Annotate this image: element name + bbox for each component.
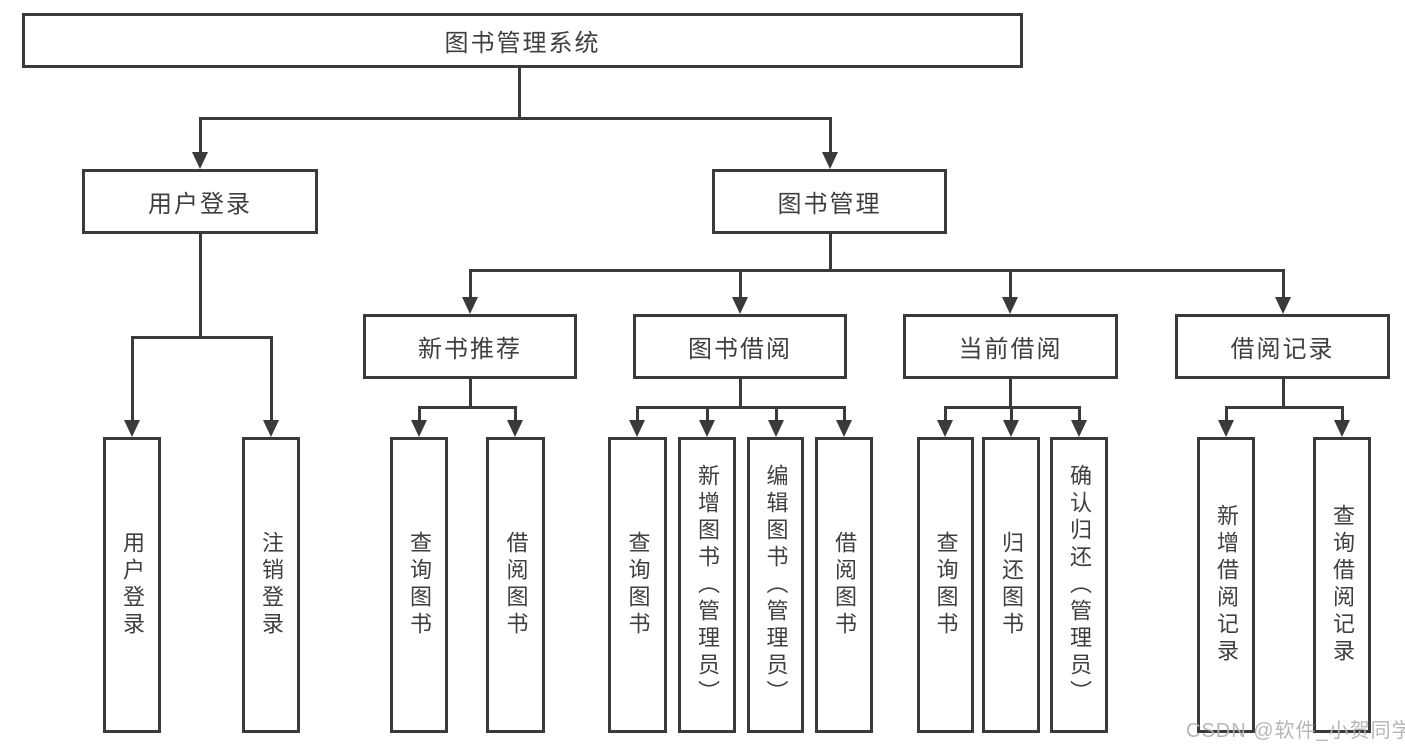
connector-book-mgmt-stem — [829, 234, 832, 271]
arrow-to-book-mgmt — [822, 119, 839, 169]
arrow-to-user-login — [192, 119, 209, 169]
node-label: 用户登录 — [120, 531, 145, 639]
node-query-books-2: 查询图书 — [608, 437, 667, 733]
node-borrow-books-1: 借阅图书 — [486, 437, 545, 733]
node-label: 查询图书 — [933, 531, 959, 639]
node-return-books: 归还图书 — [982, 437, 1040, 733]
arrow-book-borrow-child-4 — [836, 408, 853, 437]
arrow-to-current-borrow — [1002, 271, 1019, 314]
node-label: 图书管理系统 — [444, 30, 601, 57]
connector-borrow-records-stem — [1282, 379, 1285, 408]
node-label: 归还图书 — [999, 531, 1024, 639]
node-book-mgmt: 图书管理 — [712, 169, 947, 234]
connector-level2-bar — [199, 117, 832, 120]
node-label: 编辑图书（管理员） — [763, 463, 789, 707]
node-label: 确认归还（管理员） — [1067, 463, 1092, 707]
connector-borrow-records-bar — [1225, 406, 1344, 409]
node-confirm-return-admin: 确认归还（管理员） — [1050, 437, 1108, 733]
node-current-borrow: 当前借阅 — [903, 314, 1118, 379]
node-logout-leaf: 注销登录 — [242, 437, 300, 733]
node-book-borrow: 图书借阅 — [633, 314, 847, 379]
arrow-current-borrow-child-3 — [1071, 408, 1088, 437]
node-label: 用户登录 — [148, 191, 252, 218]
csdn-watermark: CSDN @软件_小贺同学 — [1186, 720, 1405, 742]
connector-new-books-bar — [418, 406, 517, 409]
connector-user-login-bar — [131, 336, 273, 339]
node-label: 图书管理 — [777, 191, 882, 218]
node-label: 注销登录 — [259, 531, 284, 639]
connector-current-borrow-bar — [944, 406, 1081, 409]
connector-current-borrow-stem — [1009, 379, 1012, 408]
node-label: 新书推荐 — [418, 336, 522, 363]
node-label: 借阅图书 — [503, 531, 529, 639]
node-label: 当前借阅 — [958, 336, 1063, 363]
arrow-book-borrow-child-1 — [629, 408, 646, 437]
connector-root-stem — [518, 68, 521, 119]
node-query-borrow-record: 查询借阅记录 — [1313, 437, 1371, 733]
arrow-new-books-child-2 — [507, 408, 524, 437]
node-label: 查询借阅记录 — [1330, 504, 1355, 666]
arrow-to-user-login-leaf — [124, 338, 141, 437]
connector-book-borrow-bar — [636, 406, 846, 409]
node-query-books-3: 查询图书 — [917, 437, 974, 733]
arrow-new-books-child-1 — [411, 408, 428, 437]
connector-new-books-stem — [469, 379, 472, 408]
node-edit-books-admin: 编辑图书（管理员） — [747, 437, 804, 733]
arrow-current-borrow-child-2 — [1003, 408, 1020, 437]
arrow-to-new-books — [462, 271, 479, 314]
connector-level3-bar — [469, 269, 1285, 272]
node-add-borrow-record: 新增借阅记录 — [1197, 437, 1255, 733]
node-library-management-system: 图书管理系统 — [22, 13, 1023, 68]
node-label: 图书借阅 — [688, 336, 792, 363]
arrow-book-borrow-child-3 — [768, 408, 785, 437]
arrow-to-logout-leaf — [263, 338, 280, 437]
connector-book-borrow-stem — [739, 379, 742, 408]
node-query-books-1: 查询图书 — [390, 437, 448, 733]
node-label: 查询图书 — [625, 531, 651, 639]
arrow-borrow-records-child-2 — [1334, 408, 1351, 437]
node-borrow-books-2: 借阅图书 — [815, 437, 873, 733]
arrow-book-borrow-child-2 — [699, 408, 716, 437]
node-label: 查询图书 — [407, 531, 432, 639]
node-user-login: 用户登录 — [82, 169, 318, 234]
arrow-current-borrow-child-1 — [937, 408, 954, 437]
arrow-to-borrow-records — [1275, 271, 1292, 314]
node-label: 新增借阅记录 — [1214, 504, 1239, 666]
node-label: 借阅图书 — [832, 531, 857, 639]
node-user-login-leaf: 用户登录 — [103, 437, 161, 733]
arrow-to-book-borrow — [732, 271, 749, 314]
node-new-books: 新书推荐 — [363, 314, 577, 379]
node-label: 借阅记录 — [1230, 336, 1335, 363]
arrow-borrow-records-child-1 — [1218, 408, 1235, 437]
node-label: 新增图书（管理员） — [695, 463, 720, 707]
connector-user-login-stem — [199, 234, 202, 338]
node-add-books-admin: 新增图书（管理员） — [678, 437, 736, 733]
node-borrow-records: 借阅记录 — [1175, 314, 1390, 379]
